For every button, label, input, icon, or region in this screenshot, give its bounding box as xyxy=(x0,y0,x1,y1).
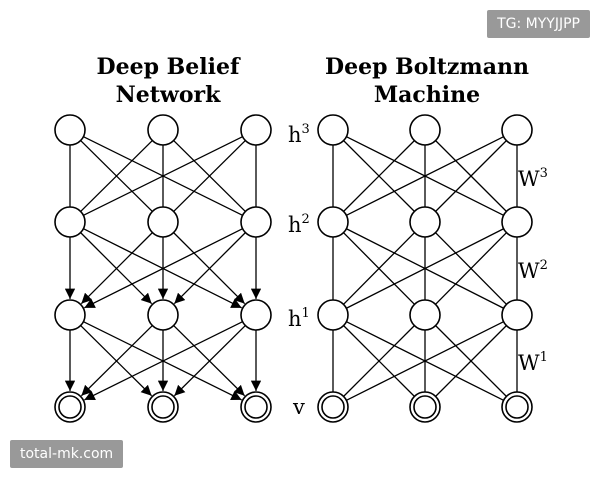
label-h2: h2 xyxy=(288,212,310,237)
dbm-edge xyxy=(343,232,415,305)
dbm-node-v-inner-ring xyxy=(413,395,437,419)
dbn-node-h3 xyxy=(240,114,272,146)
dbn-node-v-inner-ring xyxy=(58,395,82,419)
watermark-bottom: total-mk.com xyxy=(10,440,124,468)
label-h1: h1 xyxy=(288,306,310,331)
dbn-node-h2 xyxy=(147,206,179,238)
dbm-node-h3 xyxy=(317,114,349,146)
dbm-title-line1: Deep Boltzmann xyxy=(325,54,529,80)
dbn-title-line1: Deep Belief xyxy=(97,54,241,80)
dbn-edge xyxy=(80,325,153,397)
dbn-node-v-inner-ring xyxy=(151,395,175,419)
label-w1: W1 xyxy=(518,350,548,375)
label-w2: W2 xyxy=(518,258,548,283)
label-h3: h3 xyxy=(288,122,310,147)
dbn-node-v-inner-ring xyxy=(244,395,268,419)
dbn-node-h3 xyxy=(54,114,86,146)
dbm-node-h3 xyxy=(501,114,533,146)
dbn-edge xyxy=(84,228,243,309)
watermark-top: TG: MYYJJPP xyxy=(487,10,590,38)
dbm-edge xyxy=(343,140,415,212)
dbm-node-h2 xyxy=(501,206,533,238)
dbn-edge xyxy=(173,232,246,305)
label-w3: W3 xyxy=(518,166,548,191)
dbn-edge xyxy=(84,321,243,401)
dbm-edge xyxy=(435,325,507,397)
nodes-group xyxy=(54,114,533,423)
dbm-title-line2: Machine xyxy=(374,82,480,108)
dbm-edge xyxy=(343,325,415,397)
dbn-node-h1 xyxy=(54,299,86,331)
edges-group xyxy=(64,136,518,401)
dbm-node-v-inner-ring xyxy=(321,395,345,419)
dbm-node-v-inner-ring xyxy=(505,395,529,419)
dbn-edge xyxy=(80,140,153,212)
dbm-edge xyxy=(346,321,504,401)
dbn-node-h2 xyxy=(240,206,272,238)
dbn-node-h1 xyxy=(147,299,179,331)
dbm-node-h1 xyxy=(501,299,533,331)
dbn-node-h3 xyxy=(147,114,179,146)
dbn-edge xyxy=(173,140,246,212)
dbm-node-h1 xyxy=(409,299,441,331)
dbm-node-h3 xyxy=(409,114,441,146)
dbn-node-h1 xyxy=(240,299,272,331)
dbn-node-h2 xyxy=(54,206,86,238)
dbm-node-h1 xyxy=(317,299,349,331)
dbm-edge xyxy=(346,228,504,309)
dbn-title-line2: Network xyxy=(116,82,221,108)
dbm-edge xyxy=(435,232,507,305)
dbm-node-h2 xyxy=(409,206,441,238)
dbm-edge xyxy=(435,140,507,212)
dbn-edge xyxy=(80,232,153,305)
dbm-node-h2 xyxy=(317,206,349,238)
dbm-edge xyxy=(346,136,504,216)
dbn-edge xyxy=(173,325,246,397)
dbn-edge xyxy=(83,136,243,216)
label-v: v xyxy=(292,395,305,419)
